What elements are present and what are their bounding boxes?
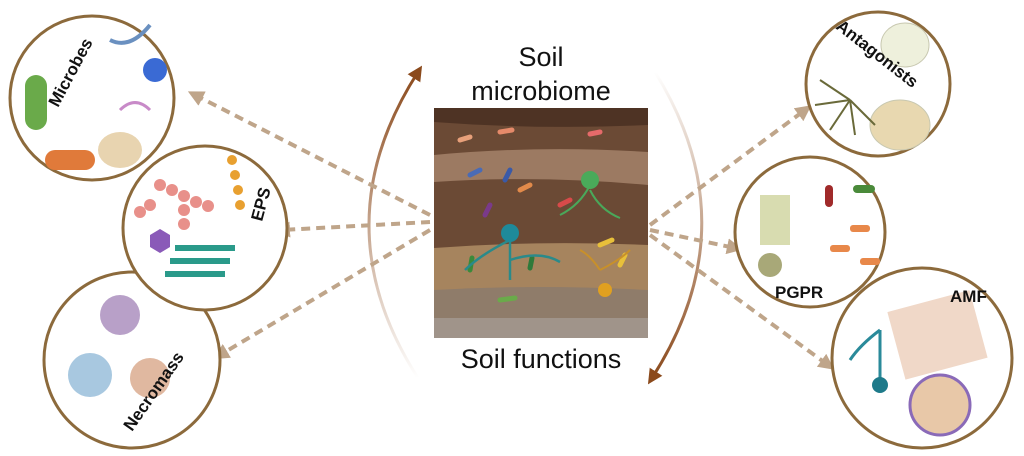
circle-pgpr: PGPR [733,155,887,309]
circle-necromass: Necromass [42,270,222,450]
soil-profile-image [434,108,648,338]
circle-antagonists: Antagonists [804,10,952,158]
soil-functions-label: Soil functions [461,344,622,374]
label-pgpr: PGPR [775,283,823,302]
center-title-line1: Soil [518,42,563,72]
circle-amf: AMF [830,266,1014,450]
cycle-arrow-down [647,71,704,385]
dashed-arrows [187,91,835,370]
label-amf: AMF [950,287,987,306]
circle-eps: EPS [121,144,289,312]
circle-microbes: Microbes [8,14,176,182]
center-title-line2: microbiome [471,76,611,106]
